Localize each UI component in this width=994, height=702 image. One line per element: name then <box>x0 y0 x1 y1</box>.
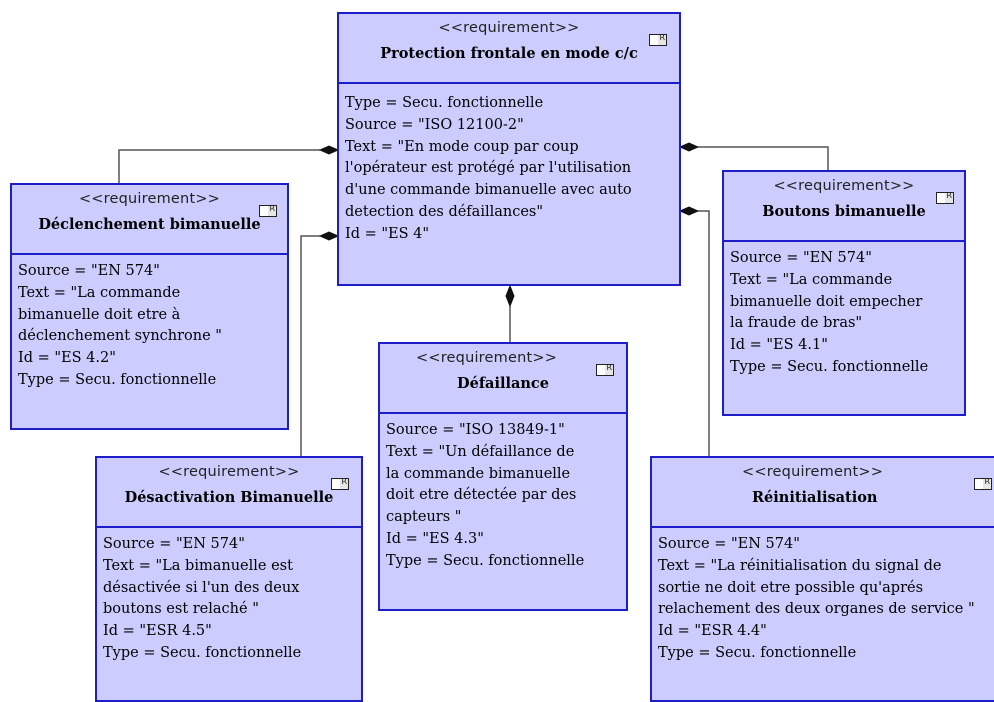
requirement-box-defaillance[interactable]: <<requirement>> Défaillance Source = "IS… <box>378 342 628 611</box>
requirement-box-boutons[interactable]: <<requirement>> Boutons bimanuelle Sourc… <box>722 170 966 416</box>
property-line: Id = "ESR 4.4" <box>658 623 767 640</box>
requirement-title: Protection frontale en mode c/c <box>380 45 638 62</box>
requirement-icon <box>936 191 954 204</box>
property-line: Type = Secu. fonctionnelle <box>658 644 857 661</box>
property-line: désactivée si l'un des deux <box>103 579 300 596</box>
property-line: Source = "EN 574" <box>18 263 160 279</box>
property-line: Source = "EN 574" <box>658 536 800 552</box>
connector-boutons <box>698 146 829 171</box>
property-line: doit etre détectée par des <box>386 487 577 504</box>
property-line: Source = "ISO 12100-2" <box>345 116 524 133</box>
requirement-properties: Type = Secu. fonctionnelle Source = "ISO… <box>339 84 679 246</box>
property-line: Text = "La réinitialisation du signal de <box>658 557 942 574</box>
requirement-title: Défaillance <box>457 375 549 392</box>
requirement-icon <box>649 33 667 46</box>
composition-diamond-reinitialisation <box>678 206 700 216</box>
stereotype-label: <<requirement>> <box>742 464 884 480</box>
property-line: detection des défaillances" <box>345 203 544 220</box>
property-line: Id = "ES 4" <box>345 225 430 242</box>
property-line: bimanuelle doit etre à <box>18 306 181 323</box>
property-line: Type = Secu. fonctionnelle <box>18 371 217 388</box>
property-line: Source = "EN 574" <box>103 536 245 552</box>
property-line: Id = "ES 4.2" <box>18 350 116 367</box>
connector-reinitialisation <box>698 210 710 456</box>
connector-desactivation <box>300 235 320 456</box>
property-line: Id = "ES 4.1" <box>730 337 828 354</box>
property-line: Text = "La bimanuelle est <box>103 557 293 574</box>
property-line: Source = "EN 574" <box>730 250 872 266</box>
requirement-title: Déclenchement bimanuelle <box>38 216 261 233</box>
requirement-icon <box>331 477 349 490</box>
property-line: Type = Secu. fonctionnelle <box>345 95 544 111</box>
requirement-header: <<requirement>> Protection frontale en m… <box>339 14 679 84</box>
stereotype-label: <<requirement>> <box>78 191 221 207</box>
requirement-header: <<requirement>> Boutons bimanuelle <box>724 172 964 242</box>
property-line: Type = Secu. fonctionnelle <box>386 552 585 569</box>
property-line: boutons est relaché " <box>103 601 259 618</box>
property-line: Id = "ES 4.3" <box>386 530 484 547</box>
requirement-header: <<requirement>> Défaillance <box>380 344 626 414</box>
property-line: Text = "La commande <box>730 271 893 288</box>
stereotype-label: <<requirement>> <box>416 350 558 366</box>
stereotype-label: <<requirement>> <box>773 178 915 194</box>
property-line: Type = Secu. fonctionnelle <box>730 358 929 375</box>
composition-diamond-boutons <box>678 142 700 152</box>
property-line: l'opérateur est protégé par l'utilisatio… <box>345 160 632 177</box>
composition-diamond-declenchement <box>318 145 340 155</box>
requirement-box-reinitialisation[interactable]: <<requirement>> Réinitialisation Source … <box>650 456 994 702</box>
property-line: sortie ne doit etre possible qu'aprés <box>658 579 924 596</box>
requirement-header: <<requirement>> Déclenchement bimanuelle <box>12 185 287 255</box>
requirement-title: Désactivation Bimanuelle <box>124 489 334 506</box>
requirement-properties: Source = "EN 574" Text = "La réinitialis… <box>652 528 994 665</box>
property-line: Text = "En mode coup par coup <box>345 138 579 155</box>
requirement-header: <<requirement>> Désactivation Bimanuelle <box>97 458 361 528</box>
stereotype-label: <<requirement>> <box>438 20 580 36</box>
property-line: d'une commande bimanuelle avec auto <box>345 182 632 199</box>
property-line: capteurs " <box>386 509 462 526</box>
property-line: Id = "ESR 4.5" <box>103 623 212 640</box>
requirement-properties: Source = "EN 574" Text = "La bimanuelle … <box>97 528 361 665</box>
property-line: bimanuelle doit empecher <box>730 293 923 310</box>
requirement-properties: Source = "ISO 13849-1" Text = "Un défail… <box>380 414 626 573</box>
composition-diamond-defaillance <box>505 284 515 308</box>
connector-declenchement <box>118 149 320 184</box>
property-line: Text = "Un défaillance de <box>386 443 575 460</box>
requirement-box-declenchement[interactable]: <<requirement>> Déclenchement bimanuelle… <box>10 183 289 430</box>
property-line: Type = Secu. fonctionnelle <box>103 644 302 661</box>
requirement-title: Réinitialisation <box>752 489 878 506</box>
requirement-box-main[interactable]: <<requirement>> Protection frontale en m… <box>337 12 681 286</box>
requirement-header: <<requirement>> Réinitialisation <box>652 458 994 528</box>
requirement-icon <box>259 204 277 217</box>
requirement-box-desactivation[interactable]: <<requirement>> Désactivation Bimanuelle… <box>95 456 363 702</box>
property-line: la commande bimanuelle <box>386 465 571 482</box>
property-line: déclenchement synchrone " <box>18 328 222 345</box>
property-line: la fraude de bras" <box>730 315 863 332</box>
requirement-properties: Source = "EN 574" Text = "La commande bi… <box>724 242 964 379</box>
stereotype-label: <<requirement>> <box>158 464 300 480</box>
property-line: Text = "La commande <box>18 284 181 301</box>
requirement-properties: Source = "EN 574" Text = "La commande bi… <box>12 255 287 392</box>
requirement-icon <box>974 477 992 490</box>
property-line: Source = "ISO 13849-1" <box>386 422 565 438</box>
requirement-icon <box>596 363 614 376</box>
composition-diamond-desactivation <box>318 231 340 241</box>
requirement-title: Boutons bimanuelle <box>762 203 926 220</box>
property-line: relachement des deux organes de service … <box>658 601 975 618</box>
